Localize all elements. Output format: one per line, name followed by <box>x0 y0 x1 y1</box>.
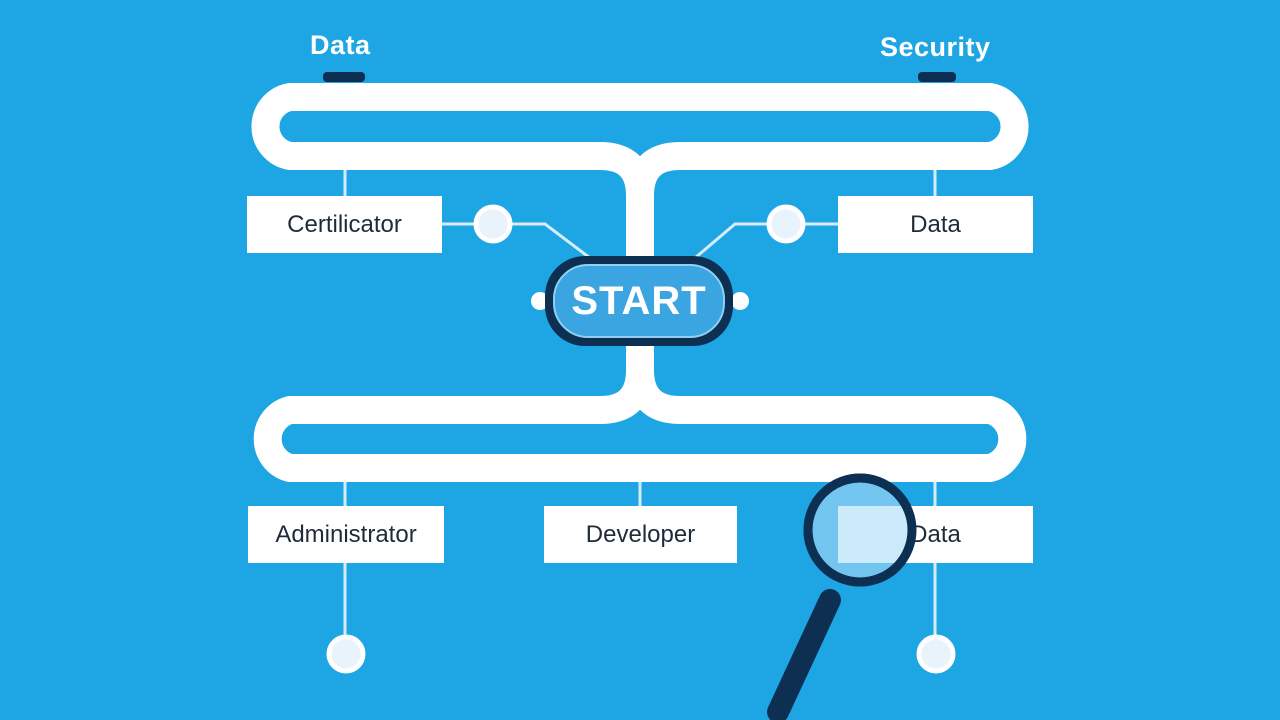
box-administrator: Administrator <box>248 506 444 563</box>
top-marker-left <box>323 72 365 82</box>
start-pill-inner <box>553 264 725 338</box>
connector-right-to-start <box>694 222 838 260</box>
top-marker-right <box>918 72 956 82</box>
node-bottom-left-circle <box>326 634 366 674</box>
start-left-dot <box>531 292 549 310</box>
node-left-circle <box>473 204 513 244</box>
node-bottom-right-circle <box>916 634 956 674</box>
box-developer: Developer <box>544 506 737 563</box>
top-label-data: Data <box>310 30 371 60</box>
start-right-dot <box>731 292 749 310</box>
top-label-security: Security <box>880 32 991 62</box>
upper-track <box>251 83 1029 270</box>
lower-track <box>253 328 1027 482</box>
node-right-circle <box>766 204 806 244</box>
start-label: START <box>571 278 707 323</box>
connector-lines <box>343 168 937 636</box>
box-certilicator: Certilicator <box>247 196 442 253</box>
connector-left-to-start <box>442 222 591 260</box>
box-data-top: Data <box>838 196 1033 253</box>
box-data-bottom: Data <box>838 506 1033 563</box>
